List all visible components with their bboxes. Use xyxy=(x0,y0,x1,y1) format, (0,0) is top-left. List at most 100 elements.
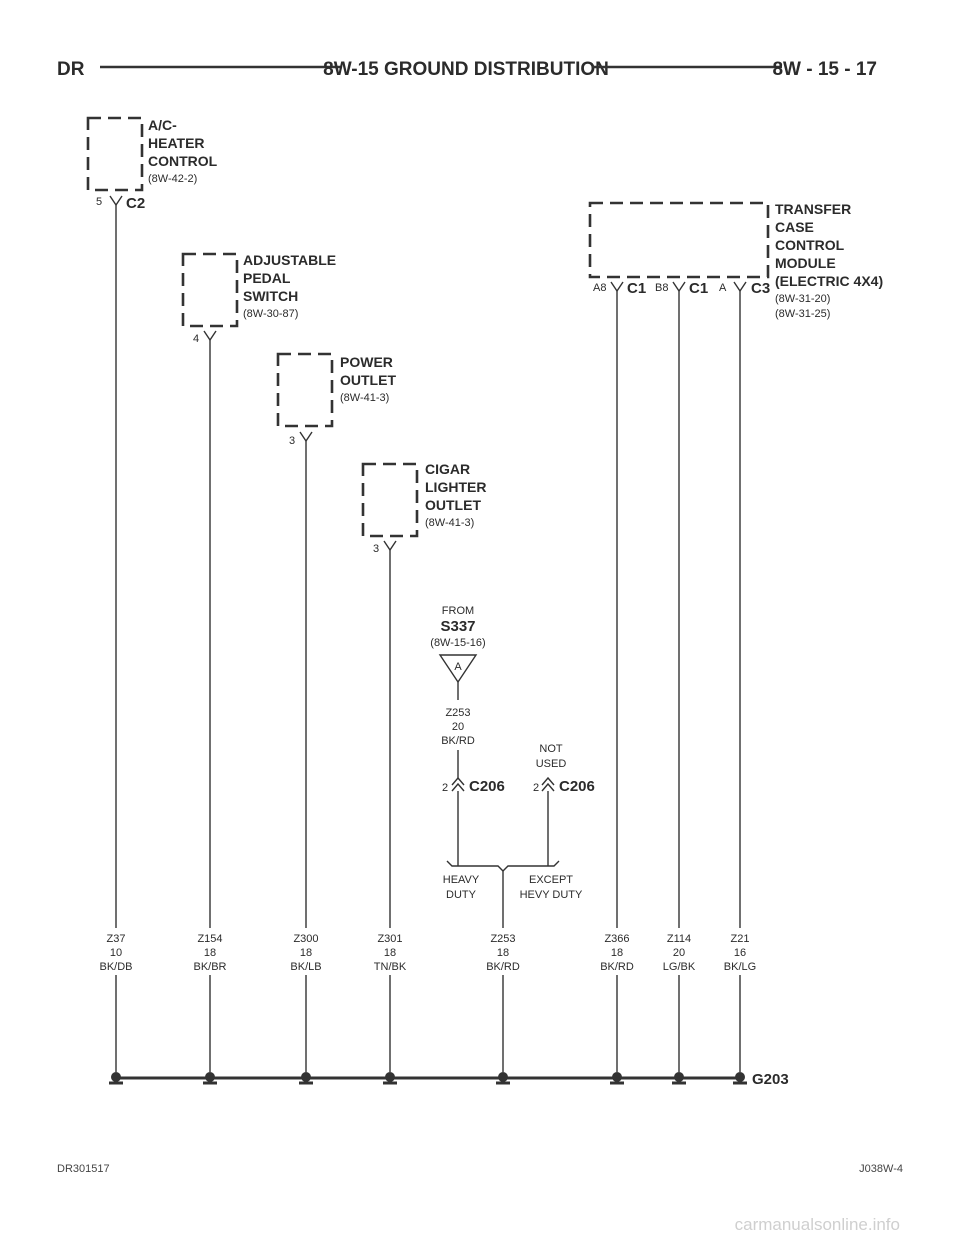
splice-wire-gauge: 20 xyxy=(452,721,464,733)
ac-heater-ref: (8W-42-2) xyxy=(148,173,197,185)
wire-label-gauge: 18 xyxy=(384,947,396,959)
connector-fork-icon xyxy=(610,281,624,293)
pedal-switch-label-1: ADJUSTABLE xyxy=(243,252,336,268)
wire-label-circuit: Z300 xyxy=(293,933,318,945)
option-left-1: HEAVY xyxy=(443,874,480,886)
connector-fork-icon xyxy=(383,540,397,552)
c206-left-pin: 2 xyxy=(442,782,448,794)
connector-fork-icon xyxy=(672,281,686,293)
tccm-connector-c3: C3 xyxy=(751,280,770,297)
ac-heater-connector: C2 xyxy=(126,195,145,212)
not-used-label-2: USED xyxy=(536,758,567,770)
option-brace-icon xyxy=(446,860,560,872)
wire-label-color: BK/BR xyxy=(193,961,226,973)
splice-wire-circuit: Z253 xyxy=(445,707,470,719)
connector-fork-icon xyxy=(203,330,217,342)
adjustable-pedal-switch: ADJUSTABLE PEDAL SWITCH (8W-30-87) 4 xyxy=(181,252,336,928)
ac-heater-label-3: CONTROL xyxy=(148,153,218,169)
splice-name: S337 xyxy=(440,618,475,635)
pedal-switch-label-3: SWITCH xyxy=(243,288,298,304)
ground-eyelet-icon xyxy=(735,1072,745,1082)
connector-fork-icon xyxy=(733,281,747,293)
splice-source: FROM S337 (8W-15-16) A Z253 20 BK/RD xyxy=(430,605,486,778)
option-left-2: DUTY xyxy=(446,889,477,901)
wire-label-circuit: Z37 xyxy=(107,933,126,945)
ground-eyelet-icon xyxy=(385,1072,395,1082)
power-outlet-label-1: POWER xyxy=(340,354,393,370)
power-outlet-ref: (8W-41-3) xyxy=(340,392,389,404)
ground-eyelet-icon xyxy=(498,1072,508,1082)
wire-label-color: BK/RD xyxy=(600,961,634,973)
wire-label-circuit: Z366 xyxy=(604,933,629,945)
c206-right-pin: 2 xyxy=(533,782,539,794)
splice-ref: (8W-15-16) xyxy=(430,637,485,649)
splice-from-label: FROM xyxy=(442,605,474,617)
connector-chevron-icon xyxy=(451,776,465,792)
option-brace: HEAVY DUTY EXCEPT HEVY DUTY xyxy=(443,860,583,928)
cigar-lighter-label-3: OUTLET xyxy=(425,497,481,513)
transfer-case-label-4: MODULE xyxy=(775,255,836,271)
ground-label: G203 xyxy=(752,1071,789,1088)
wire-label-circuit: Z301 xyxy=(377,933,402,945)
watermark-text: carmanualsonline.info xyxy=(735,1215,900,1234)
ac-heater-pin: 5 xyxy=(96,196,102,208)
power-outlet-box xyxy=(276,352,334,428)
header-left: DR xyxy=(57,59,85,80)
transfer-case-ref-1: (8W-31-20) xyxy=(775,293,830,305)
c206-connectors: 2 C206 NOT USED 2 C206 xyxy=(442,743,595,866)
wire-label-gauge: 16 xyxy=(734,947,746,959)
transfer-case-label-5: (ELECTRIC 4X4) xyxy=(775,273,883,289)
ground-eyelet-icon xyxy=(612,1072,622,1082)
splice-triangle-icon xyxy=(438,654,478,684)
tccm-pin-a8: A8 xyxy=(593,282,606,294)
pedal-switch-pin: 4 xyxy=(193,333,199,345)
cigar-lighter-box xyxy=(361,462,419,538)
wire-lower-segments xyxy=(115,975,741,1072)
power-outlet-pin: 3 xyxy=(289,435,295,447)
c206-left-name: C206 xyxy=(469,778,505,795)
cigar-lighter-ref: (8W-41-3) xyxy=(425,517,474,529)
splice-wire-color: BK/RD xyxy=(441,735,475,747)
wire-labels: Z37 10 BK/DB Z154 18 BK/BR Z300 18 BK/LB… xyxy=(99,933,756,973)
cigar-lighter-pin: 3 xyxy=(373,543,379,555)
wire-label-color: BK/LB xyxy=(290,961,321,973)
footer-right-code: J038W-4 xyxy=(859,1163,903,1175)
wire-label-gauge: 18 xyxy=(204,947,216,959)
splice-letter: A xyxy=(454,661,462,673)
wire-label-circuit: Z253 xyxy=(490,933,515,945)
pedal-switch-label-2: PEDAL xyxy=(243,270,291,286)
wire-label-circuit: Z21 xyxy=(731,933,750,945)
page-header: DR 8W-15 GROUND DISTRIBUTION 8W - 15 - 1… xyxy=(57,59,877,80)
pedal-switch-box xyxy=(181,252,239,328)
ground-bus: G203 xyxy=(109,1071,789,1088)
tccm-pin-a: A xyxy=(719,282,727,294)
ac-heater-label-2: HEATER xyxy=(148,135,205,151)
option-right-2: HEVY DUTY xyxy=(520,889,583,901)
power-outlet-label-2: OUTLET xyxy=(340,372,396,388)
not-used-label-1: NOT xyxy=(539,743,563,755)
wire-label-circuit: Z114 xyxy=(667,933,691,945)
tccm-pin-b8: B8 xyxy=(655,282,668,294)
ac-heater-control: A/C- HEATER CONTROL (8W-42-2) 5 C2 xyxy=(86,116,218,928)
transfer-case-box xyxy=(588,201,770,279)
ground-eyelet-icon xyxy=(205,1072,215,1082)
wire-label-gauge: 18 xyxy=(300,947,312,959)
connector-fork-icon xyxy=(299,431,313,443)
wire-label-gauge: 10 xyxy=(110,947,122,959)
ac-heater-label-1: A/C- xyxy=(148,117,177,133)
wire-label-color: BK/LG xyxy=(724,961,756,973)
option-right-1: EXCEPT xyxy=(529,874,573,886)
wire-label-color: LG/BK xyxy=(663,961,696,973)
wire-label-gauge: 20 xyxy=(673,947,685,959)
wire-label-gauge: 18 xyxy=(497,947,509,959)
connector-chevron-icon xyxy=(541,776,555,792)
footer-left-code: DR301517 xyxy=(57,1163,110,1175)
connector-fork-icon xyxy=(109,195,123,207)
cigar-lighter-outlet: CIGAR LIGHTER OUTLET (8W-41-3) 3 xyxy=(361,461,486,928)
cigar-lighter-label-1: CIGAR xyxy=(425,461,470,477)
header-title: 8W-15 GROUND DISTRIBUTION xyxy=(323,59,609,80)
cigar-lighter-label-2: LIGHTER xyxy=(425,479,486,495)
wire-label-color: BK/DB xyxy=(99,961,132,973)
ground-eyelet-icon xyxy=(674,1072,684,1082)
